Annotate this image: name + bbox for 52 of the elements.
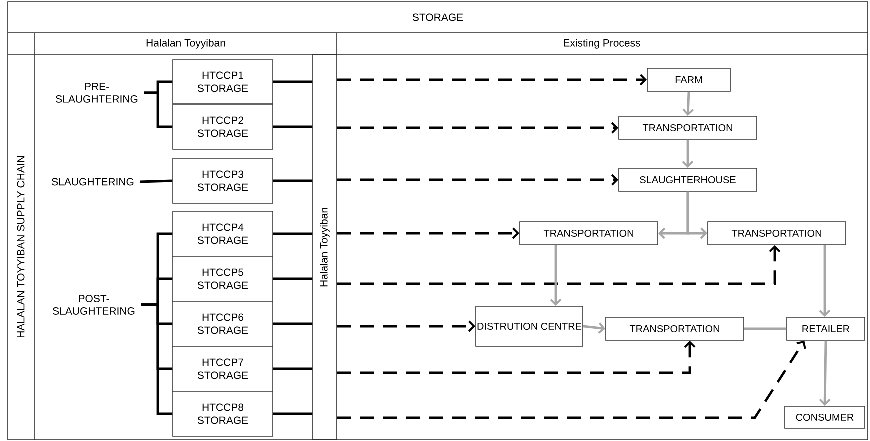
storage-box: HTCCP8 STORAGE — [172, 391, 274, 437]
connector-line — [273, 412, 313, 416]
connector-line — [273, 368, 313, 370]
arrow — [337, 245, 781, 286]
storage-box: HTCCP6 STORAGE — [172, 301, 274, 347]
process-box: FARM — [647, 68, 731, 92]
process-box: RETAILER — [786, 317, 866, 341]
connector-line — [273, 278, 313, 280]
process-box: TRANSPORTATION — [708, 222, 846, 246]
stage-label: SLAUGHTERING — [52, 178, 134, 186]
arrow — [337, 340, 696, 374]
connector-line — [273, 322, 313, 326]
storage-box: HTCCP5 STORAGE — [172, 256, 274, 302]
arrow — [337, 228, 520, 240]
column-header: Existing Process — [564, 39, 640, 49]
arrow — [583, 322, 606, 334]
arrow — [337, 320, 476, 332]
storage-box: HTCCP3 STORAGE — [172, 158, 274, 204]
process-box: TRANSPORTATION — [606, 317, 744, 341]
column-header: Halalan Toyyiban — [146, 39, 226, 49]
arrow — [819, 245, 831, 318]
process-box: TRANSPORTATION — [520, 222, 658, 246]
process-box: CONSUMER — [784, 406, 866, 429]
storage-box: HTCCP2 STORAGE — [172, 104, 274, 150]
stage-label: PRE- SLAUGHTERING — [56, 83, 138, 103]
arrow — [819, 340, 831, 406]
process-box: SLAUGHTERHOUSE — [618, 168, 758, 192]
connector-line — [140, 180, 173, 184]
vertical-heading: HALALAN TOYYIBAN SUPPLY CHAIN — [17, 156, 25, 338]
connector-line — [141, 304, 173, 416]
connector-line — [744, 328, 787, 330]
connector-line — [273, 80, 313, 84]
connector-line — [273, 232, 313, 236]
storage-box: HTCCP4 STORAGE — [172, 211, 274, 257]
storage-box: HTCCP7 STORAGE — [172, 346, 274, 392]
arrow — [337, 122, 619, 134]
column-header: STORAGE — [412, 14, 464, 22]
side-band: Halalan Toyyiban — [312, 54, 338, 440]
arrow — [337, 340, 806, 420]
connector-line — [273, 126, 313, 128]
connector-line — [273, 180, 313, 182]
arrow — [337, 74, 648, 86]
arrow — [550, 245, 562, 306]
connector-line — [144, 92, 173, 128]
process-box: TRANSPORTATION — [618, 116, 758, 140]
storage-box: HTCCP1 STORAGE — [172, 60, 274, 104]
arrow — [686, 192, 708, 240]
arrow — [682, 140, 694, 168]
stage-label: POST- SLAUGHTERING — [53, 295, 135, 315]
process-box: DISTRUTION CENTRE — [476, 306, 584, 347]
arrow — [337, 174, 619, 186]
arrow — [682, 92, 694, 116]
